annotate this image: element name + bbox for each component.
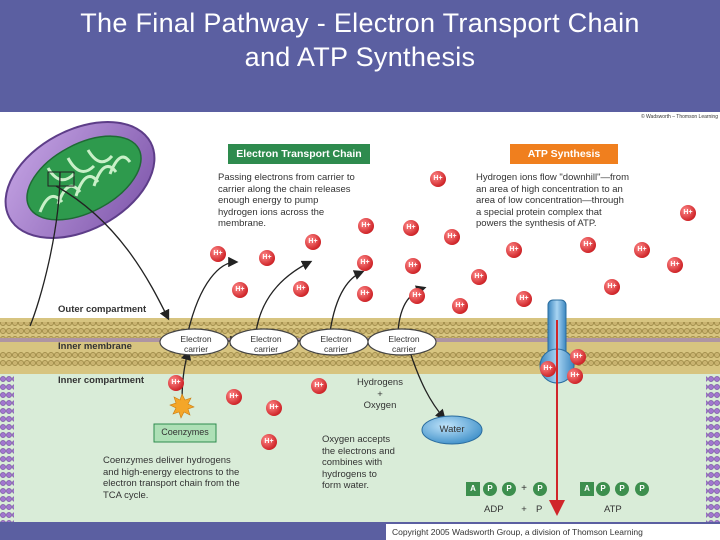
- outer-compartment-label: Outer compartment: [58, 304, 147, 315]
- reaction-p-3: P: [537, 484, 543, 493]
- reaction-p-5: P: [619, 484, 625, 493]
- inner-compartment-label: Inner compartment: [58, 375, 145, 386]
- hydrogen-ion: H+: [506, 242, 522, 258]
- slide-title: The Final Pathway - Electron Transport C…: [0, 6, 720, 74]
- reaction-atp-label: ATP: [604, 504, 622, 515]
- etc-description: Passing electrons from carrier to carrie…: [218, 172, 355, 229]
- etc-heading: Electron Transport Chain: [236, 148, 362, 160]
- hydrogen-ion: H+: [358, 218, 374, 234]
- etc-heading-box: [228, 144, 370, 164]
- hydrogen-ion: H+: [452, 298, 468, 314]
- reaction-p-label: P: [536, 504, 543, 515]
- atp-heading: ATP Synthesis: [527, 148, 601, 160]
- hydrogen-ion: H+: [430, 171, 446, 187]
- hydrogen-ion: H+: [210, 246, 226, 262]
- diagram-canvas: [0, 112, 720, 522]
- hydrogen-ion: H+: [444, 229, 460, 245]
- reaction-adp-label: ADP: [484, 504, 504, 515]
- reaction-p-4: P: [600, 484, 606, 493]
- coenzymes-description: Coenzymes deliver hydrogens and high-ene…: [103, 455, 240, 501]
- hydrogen-ion: H+: [293, 281, 309, 297]
- inner-membrane-label: Inner membrane: [58, 341, 132, 352]
- electron-carrier-4: Electron carrier: [388, 334, 420, 354]
- coenzymes-label: Coenzymes: [161, 427, 209, 437]
- hydrogen-ion: H+: [471, 269, 487, 285]
- hydrogen-ion: H+: [405, 258, 421, 274]
- hydrogen-ion: H+: [357, 255, 373, 271]
- mitochondrion-illustration: [4, 121, 156, 239]
- reaction-a-2: A: [584, 484, 590, 493]
- hydrogen-ion: H+: [168, 375, 184, 391]
- hydrogen-ion: H+: [403, 220, 419, 236]
- hydrogen-ion: H+: [580, 237, 596, 253]
- reaction-plus-1: +: [521, 483, 527, 494]
- hydrogen-ion: H+: [305, 234, 321, 250]
- hydrogen-ion: H+: [266, 400, 282, 416]
- hydrogen-ion: H+: [261, 434, 277, 450]
- diagram-figure: © Wadsworth – Thomson Learning Electron …: [0, 112, 720, 522]
- hydrogen-ion: H+: [540, 361, 556, 377]
- hydrogen-ion: H+: [604, 279, 620, 295]
- hydrogen-ion: H+: [634, 242, 650, 258]
- reaction-plus-2: +: [521, 504, 527, 515]
- electron-carrier-1: Electron carrier: [180, 334, 212, 354]
- atp-description: Hydrogen ions flow "downhill"—from an ar…: [476, 172, 630, 229]
- hydrogen-ion: H+: [680, 205, 696, 221]
- reaction-a-1: A: [470, 484, 476, 493]
- hydrogens-oxygen-label: Hydrogens + Oxygen: [357, 377, 403, 411]
- title-line-2: and ATP Synthesis: [244, 42, 476, 72]
- water-label: Water: [439, 424, 465, 435]
- hydrogen-ion: H+: [232, 282, 248, 298]
- electron-carriers: [159, 328, 437, 356]
- hydrogen-ion: H+: [226, 389, 242, 405]
- atp-heading-box: [510, 144, 618, 164]
- hydrogen-ion: H+: [259, 250, 275, 266]
- hydrogen-ion: H+: [311, 378, 327, 394]
- hydrogen-ion: H+: [567, 368, 583, 384]
- copyright-notice: Copyright 2005 Wadsworth Group, a divisi…: [386, 524, 720, 540]
- oxygen-description: Oxygen accepts the electrons and combine…: [322, 434, 395, 491]
- figure-credit: © Wadsworth – Thomson Learning: [640, 114, 718, 120]
- hydrogen-ion: H+: [570, 349, 586, 365]
- reaction-p-6: P: [639, 484, 645, 493]
- hydrogen-ion: H+: [357, 286, 373, 302]
- coenzymes-box: [153, 423, 217, 443]
- electron-carrier-2: Electron carrier: [250, 334, 282, 354]
- reaction-p-1: P: [487, 484, 493, 493]
- hydrogen-ion: H+: [409, 288, 425, 304]
- electron-carrier-3: Electron carrier: [320, 334, 352, 354]
- hydrogen-ion: H+: [516, 291, 532, 307]
- title-line-1: The Final Pathway - Electron Transport C…: [80, 8, 640, 38]
- atp-reaction: [466, 482, 649, 496]
- hydrogen-ion: H+: [667, 257, 683, 273]
- reaction-p-2: P: [506, 484, 512, 493]
- water-drop: [421, 415, 483, 445]
